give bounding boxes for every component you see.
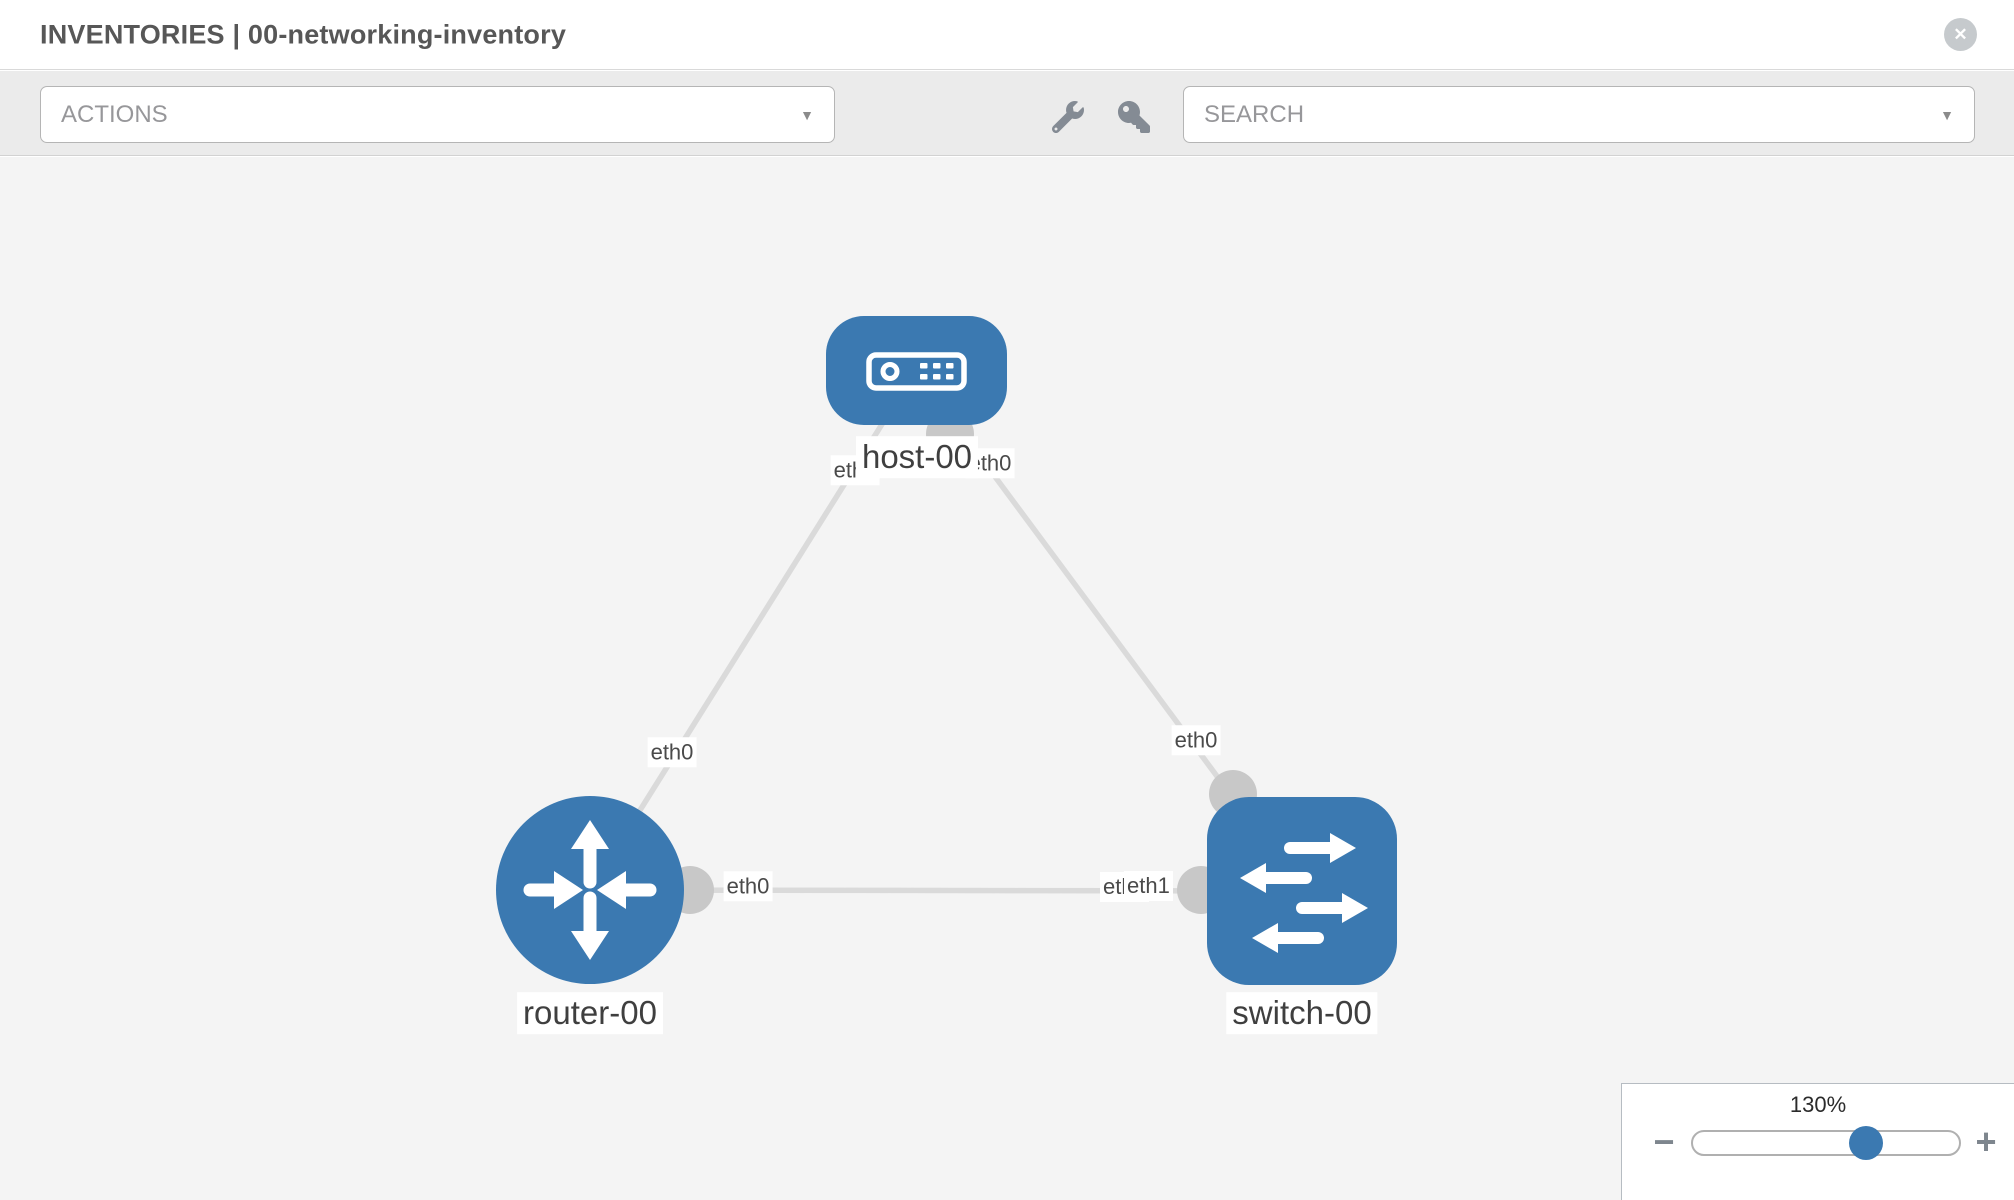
chevron-down-icon: ▼ <box>1940 106 1954 123</box>
host-node-label: host-00 <box>855 436 979 478</box>
interface-label: eth0 <box>647 737 697 767</box>
topology-canvas[interactable] <box>0 157 2014 1200</box>
interface-label: eth0 <box>723 871 773 901</box>
interface-label: eth1 <box>1124 871 1173 901</box>
host-icon <box>866 352 967 391</box>
host-node[interactable] <box>826 316 1007 425</box>
actions-dropdown-label: ACTIONS <box>61 100 168 128</box>
router-node-label: router-00 <box>517 992 663 1034</box>
actions-dropdown[interactable]: ACTIONS ▼ <box>40 86 835 143</box>
chevron-down-icon: ▼ <box>800 106 814 123</box>
zoom-in-button[interactable]: + <box>1975 1121 1997 1162</box>
zoom-slider[interactable] <box>1691 1126 1961 1160</box>
key-icon <box>1118 101 1150 133</box>
zoom-panel: 130% − + <box>1621 1083 2014 1200</box>
close-button[interactable]: ✕ <box>1944 18 1977 51</box>
page-header: INVENTORIES | 00-networking-inventory ✕ <box>0 0 2014 70</box>
switch-node[interactable] <box>1207 797 1397 985</box>
switch-icon <box>1240 833 1368 953</box>
toolbar: ACTIONS ▼ SEARCH ▼ <box>0 71 2014 156</box>
close-icon: ✕ <box>1953 24 1968 44</box>
router-node[interactable] <box>496 796 684 984</box>
search-dropdown[interactable]: SEARCH ▼ <box>1183 86 1975 143</box>
zoom-slider-thumb[interactable] <box>1849 1126 1883 1160</box>
wrench-icon <box>1052 101 1084 134</box>
search-placeholder: SEARCH <box>1204 100 1305 128</box>
zoom-level-label: 130% <box>1789 1092 1847 1117</box>
router-icon <box>523 820 657 960</box>
interface-label: eth0 <box>1171 725 1221 755</box>
configure-tools-button[interactable] <box>1046 95 1090 139</box>
switch-node-label: switch-00 <box>1226 992 1378 1034</box>
page-title: INVENTORIES | 00-networking-inventory <box>40 19 567 49</box>
credentials-button[interactable] <box>1112 95 1156 139</box>
zoom-out-button[interactable]: − <box>1653 1121 1675 1162</box>
